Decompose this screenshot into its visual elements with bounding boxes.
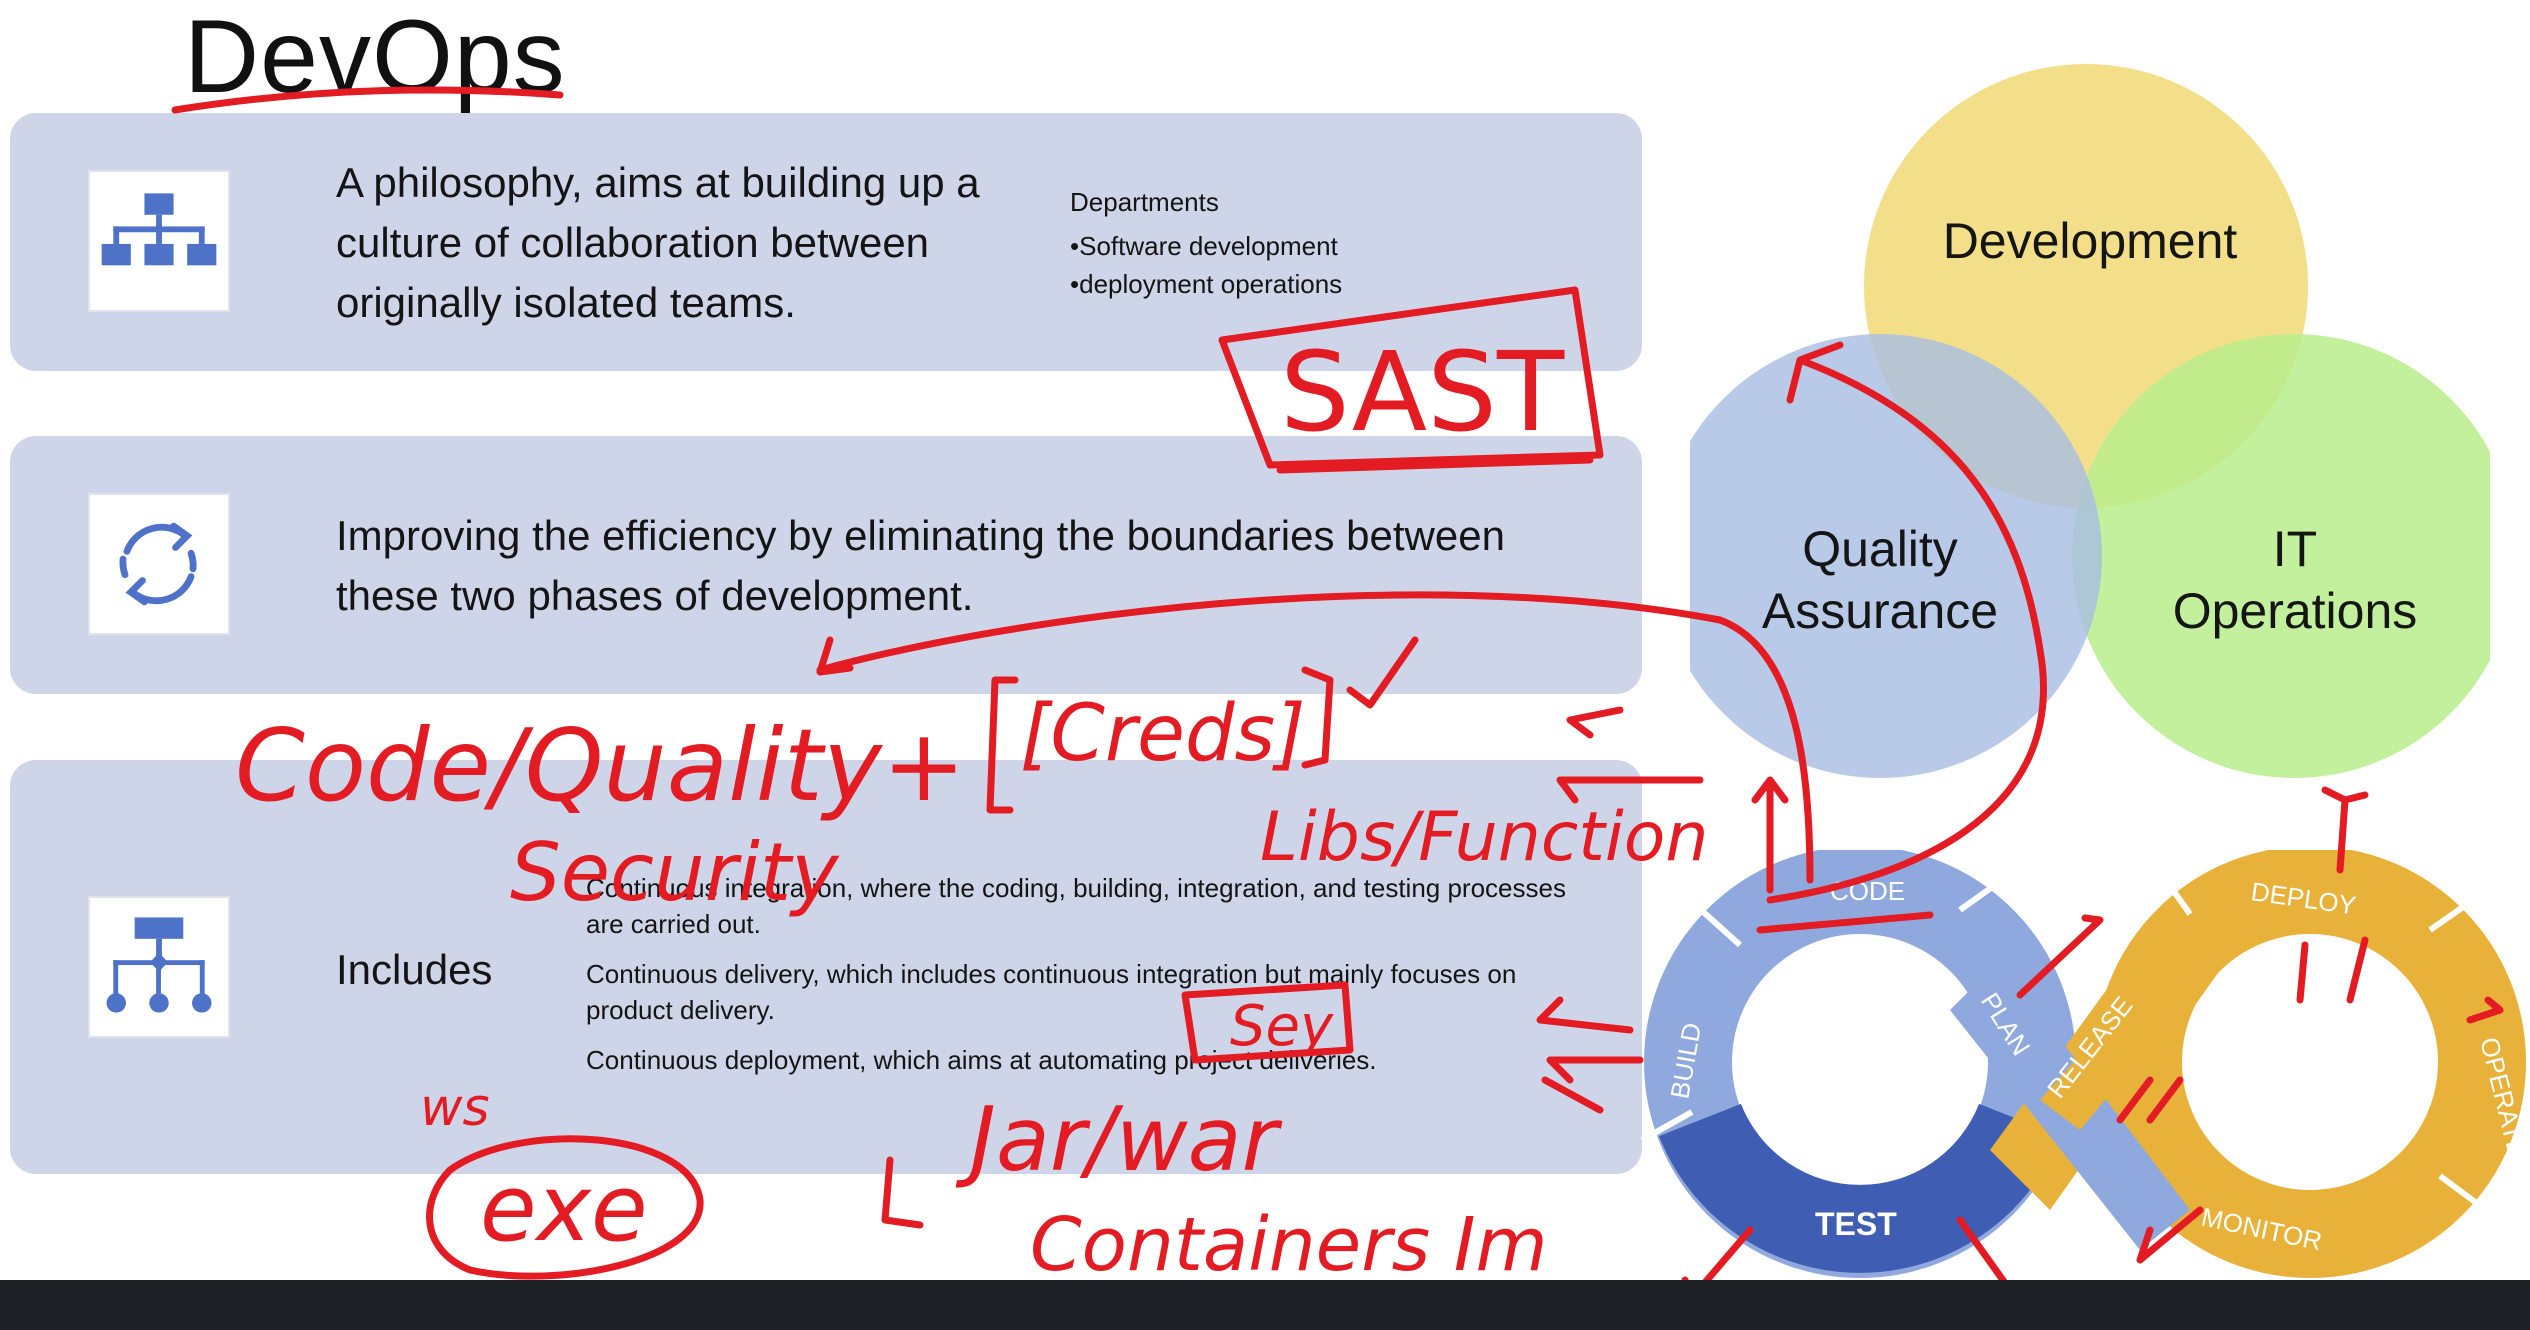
slide-title: DevOps [184, 0, 566, 115]
title-underline [171, 86, 564, 114]
sast-box [1218, 286, 1604, 469]
deploy-arrow [2321, 786, 2369, 874]
development-label: Development [1942, 213, 2238, 269]
sast-note: SAST [1280, 328, 1565, 456]
ws-note: ws [420, 1078, 490, 1138]
libs-arrow-1 [1566, 706, 1624, 739]
efficiency-text: Improving the efficiency by eliminating … [336, 512, 1505, 619]
quality-assurance-label: Quality Assurance [1761, 521, 1999, 639]
venn-diagram [1690, 64, 2490, 778]
code-up-arrow [1751, 776, 1789, 894]
bracket-left [881, 1156, 924, 1229]
departments-heading: Departments [1070, 187, 1219, 217]
monitor-arrow [2136, 1206, 2204, 1264]
test-stage-label: TEST [1815, 1206, 1897, 1242]
plan-arrow [2016, 914, 2104, 999]
includes-panel: Includes Continuous integration, where t… [10, 760, 1642, 1174]
quality-assurance-circle [1690, 334, 2102, 778]
ci-item: Continuous integration, where the coding… [586, 873, 1566, 939]
devops-cycle: CODE PLAN RELEASE DEPLOY OPERATE MONITOR… [1640, 850, 2530, 1278]
libs-function-note: Libs/Function [1260, 798, 1708, 877]
jar-war-note: Jar/war [955, 1088, 1283, 1191]
test-arrow-right [1956, 1216, 2014, 1294]
sast-underline [1276, 456, 1594, 474]
creds-bracket-right [1301, 666, 1334, 769]
libs-arrow-2 [1556, 776, 1704, 804]
exe-circle [426, 1135, 704, 1280]
philosophy-text: A philosophy, aims at building up a cult… [336, 159, 980, 326]
code-loop [1766, 341, 2047, 904]
creds-note: [Creds] [1020, 689, 1306, 779]
department-item: •Software development [1070, 231, 1338, 261]
check-mark [1346, 636, 1419, 709]
sey-note: Sey [1230, 994, 1334, 1059]
exe-note: exe [480, 1155, 648, 1262]
deploy-ticks [2296, 936, 2369, 1004]
security-note: Security [510, 826, 840, 919]
build-arrows [1536, 996, 1644, 1114]
hierarchy-icon [88, 170, 230, 312]
it-operations-circle [2072, 334, 2490, 778]
sey-box [1181, 981, 1354, 1064]
arrow-hook [816, 636, 854, 676]
containers-note: Containers Im [1030, 1202, 1548, 1288]
includes-label: Includes [336, 946, 493, 993]
cycle-arrows-icon [88, 493, 230, 635]
taskbar [0, 1280, 2530, 1330]
creds-bracket-left [986, 676, 1019, 814]
release-band-top [2040, 930, 2230, 1130]
efficiency-panel: Improving the efficiency by eliminating … [10, 436, 1642, 694]
department-item: •deployment operations [1070, 269, 1343, 299]
philosophy-panel: A philosophy, aims at building up a cult… [10, 113, 1642, 371]
it-operations-label: IT Operations [2172, 521, 2418, 639]
code-quality-note: Code/Quality+ [235, 707, 966, 824]
operate-arrow [2466, 996, 2504, 1024]
code-underline [1756, 911, 1934, 934]
test-segment [1659, 1102, 2061, 1273]
release-ticks [2116, 1076, 2184, 1124]
arrow-to-panel2 [816, 591, 1814, 884]
cdelivery-item: Continuous delivery, which includes cont… [586, 959, 1517, 1025]
branching-hierarchy-icon [88, 896, 230, 1038]
